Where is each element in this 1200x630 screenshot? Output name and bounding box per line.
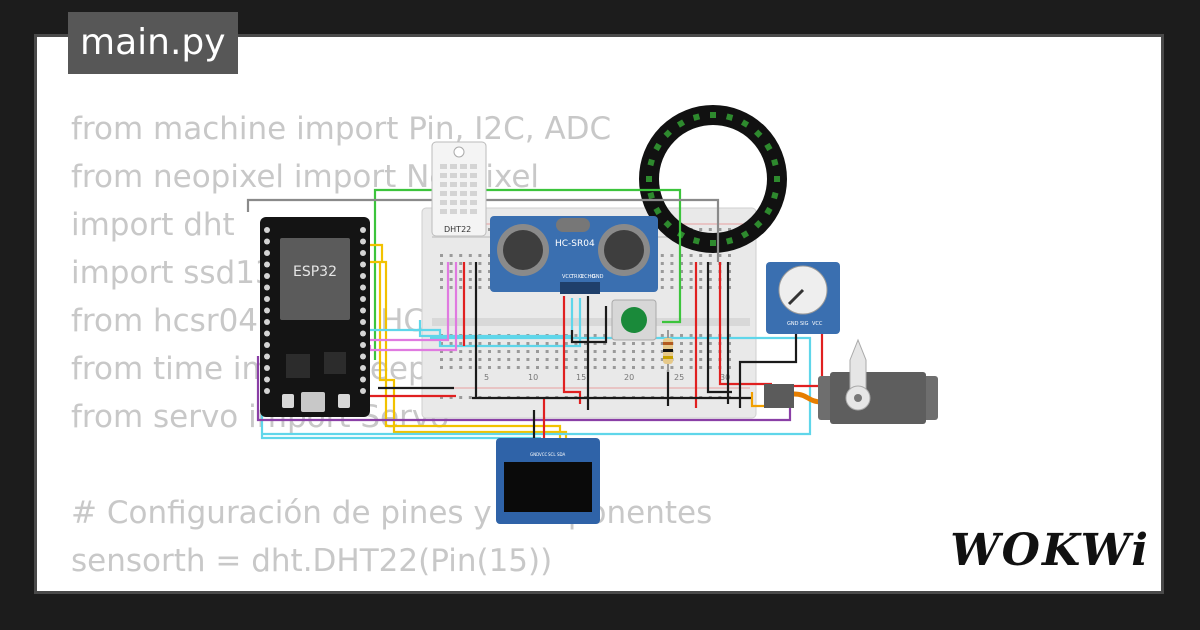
- code-line: import dht: [71, 207, 235, 243]
- hcsr04-pin-vcc: VCC: [562, 274, 573, 280]
- bb-col-5: 5: [484, 373, 489, 382]
- bb-col-25: 25: [674, 373, 684, 382]
- hcsr04-pin-echo: ECHO: [581, 274, 595, 280]
- bb-col-10: 10: [528, 373, 538, 382]
- pot-pin-vcc: VCC: [812, 321, 823, 327]
- oled-pin-sda: SDA: [557, 452, 566, 457]
- wokwi-logo: WOKWi: [950, 525, 1150, 576]
- code-line: from machine import Pin, I2C, ADC: [71, 111, 612, 147]
- oled-pin-gnd: GND: [530, 452, 539, 457]
- dht22-label: DHT22: [444, 225, 471, 234]
- code-line: sensorth = dht.DHT22(Pin(15)): [71, 543, 553, 579]
- file-tab-main-py[interactable]: main.py: [68, 12, 238, 74]
- esp32-label: ESP32: [293, 264, 337, 280]
- oled-pin-scl: SCL: [548, 452, 556, 457]
- bb-col-20: 20: [624, 373, 634, 382]
- dht22-sensor[interactable]: DHT22: [431, 141, 487, 237]
- servo-motor[interactable]: [764, 338, 938, 424]
- esp32-board[interactable]: ESP32: [260, 217, 370, 417]
- hcsr04-sensor[interactable]: HC-SR04 VCC TRIG ECHO GND: [490, 216, 658, 294]
- hcsr04-pin-trig: TRIG: [570, 274, 583, 280]
- oled-pin-vcc: VCC: [539, 452, 548, 457]
- oled-display[interactable]: GND VCC SCL SDA: [496, 438, 600, 524]
- hcsr04-pin-gnd: GND: [592, 274, 604, 280]
- potentiometer[interactable]: GND SIG VCC: [766, 262, 840, 334]
- pot-pin-sig: SIG: [800, 321, 809, 327]
- pushbutton[interactable]: [611, 299, 657, 341]
- pot-pin-gnd: GND: [787, 321, 799, 327]
- hcsr04-label: HC-SR04: [555, 239, 595, 249]
- resistor: [663, 330, 673, 372]
- bb-col-15: 15: [576, 373, 586, 382]
- bb-col-30: 30: [720, 373, 730, 382]
